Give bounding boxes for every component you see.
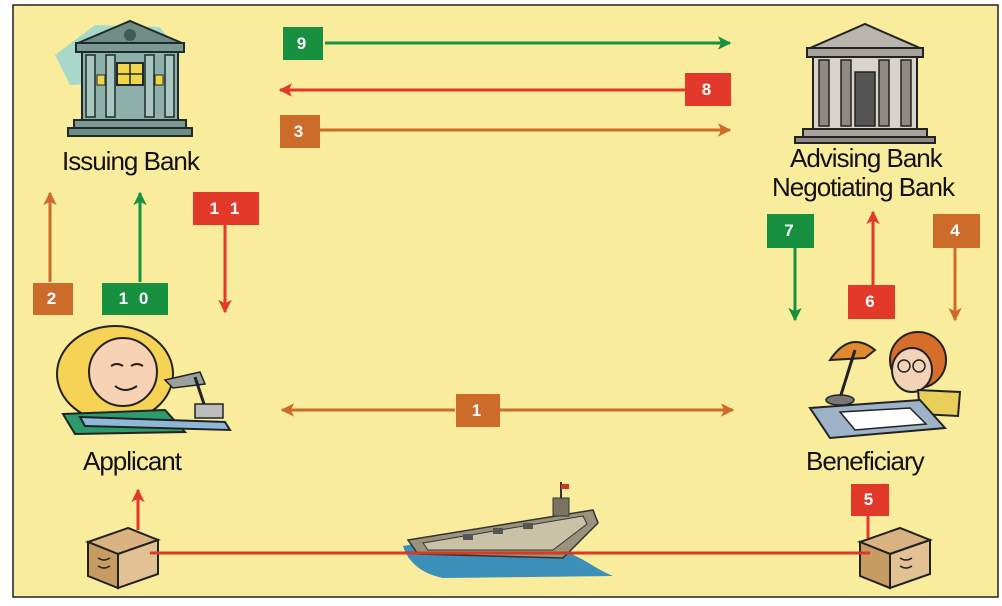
- beneficiary-person-icon: [808, 331, 962, 440]
- step-badge-1: 1: [456, 394, 500, 427]
- advising-bank-label: Advising Bank: [790, 143, 943, 173]
- step-badge-9: 9: [283, 27, 323, 60]
- step-badge-7: 7: [767, 214, 814, 248]
- step-badge-3: 3: [280, 115, 320, 148]
- beneficiary-label: Beneficiary: [806, 446, 925, 476]
- negotiating-bank-label: Negotiating Bank: [772, 172, 955, 202]
- step-badge-5: 5: [851, 484, 889, 516]
- applicant-label: Applicant: [83, 446, 182, 476]
- step-badge-11: 1 1: [193, 192, 259, 225]
- applicant-person-icon: [56, 325, 232, 436]
- step-badge-4: 4: [933, 214, 980, 248]
- issuing-bank-label: Issuing Bank: [62, 146, 200, 176]
- step-badge-2: 2: [33, 283, 73, 315]
- bank-building-icon: [55, 19, 193, 137]
- step-badge-6: 6: [848, 285, 895, 319]
- step-badge-10: 1 0: [102, 283, 168, 315]
- step-badge-8: 8: [685, 73, 731, 106]
- bank-building-icon: [794, 22, 936, 144]
- cargo-ship-icon: [403, 482, 613, 578]
- package-box-icon: [85, 526, 161, 590]
